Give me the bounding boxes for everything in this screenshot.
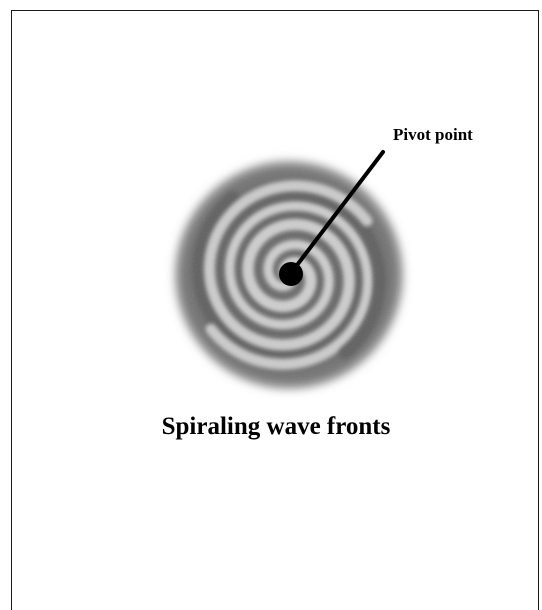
pivot-point-label: Pivot point xyxy=(393,125,473,144)
pivot-point-dot xyxy=(279,262,303,286)
spiral-diagram xyxy=(176,150,402,388)
pivot-pointer-line xyxy=(289,150,385,275)
diagram-caption: Spiraling wave fronts xyxy=(161,413,391,440)
